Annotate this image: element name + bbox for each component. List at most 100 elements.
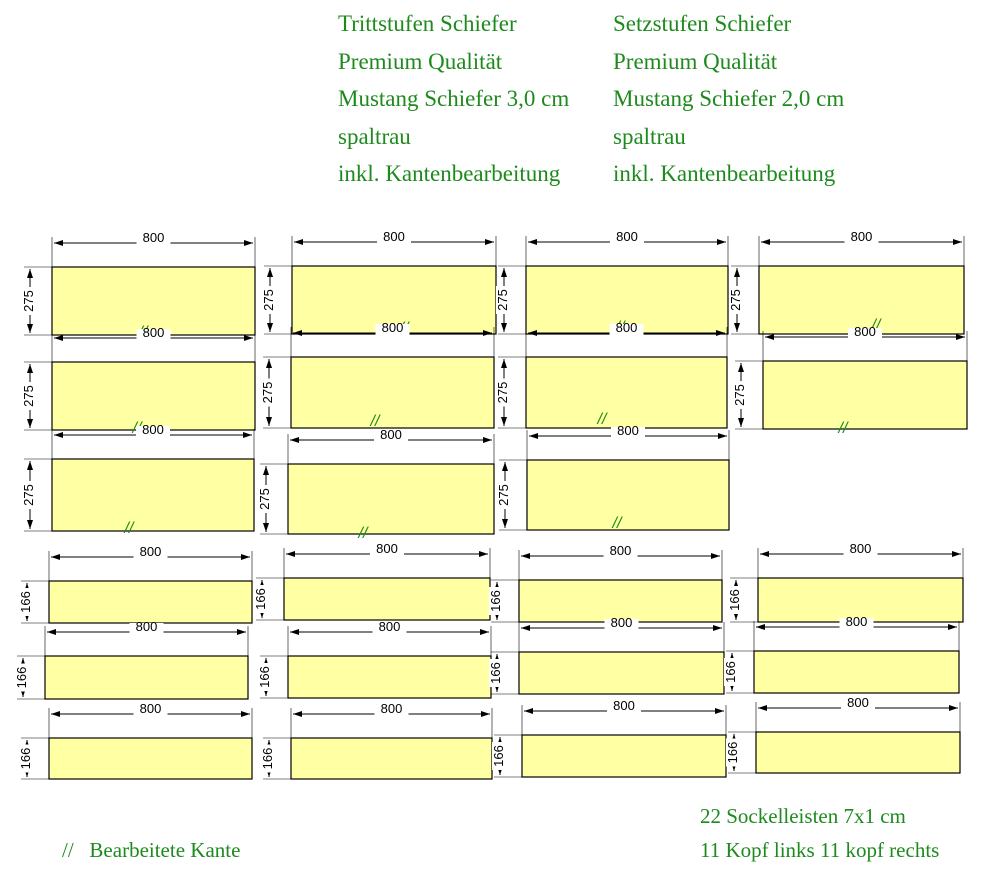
- tritt-panel: 800 275 //: [495, 320, 728, 429]
- setz-height-label: 166: [488, 590, 503, 612]
- setz-width-label: 800: [850, 541, 872, 556]
- setz-height-label: 166: [253, 588, 268, 610]
- tritt-panel-rect: [51, 361, 256, 431]
- setz-height-label: 166: [14, 667, 29, 689]
- tritt-width-label: 800: [617, 423, 639, 438]
- setz-header: Setzstufen Schiefer Premium Qualität Mus…: [613, 5, 844, 193]
- edge-mark: //: [370, 413, 381, 430]
- tritt-panel-rect: [762, 360, 968, 430]
- tritt-height-label: 275: [261, 289, 276, 311]
- tritt-panel-rect: [758, 265, 965, 335]
- setz-panel-rect: [753, 650, 960, 694]
- setz-panel: 800 166: [260, 701, 493, 780]
- tritt-panel-rect: [290, 356, 495, 429]
- tritt-height-label: 275: [496, 484, 511, 506]
- setz-panel: 800 166: [727, 541, 964, 623]
- setz-panel-rect: [518, 651, 725, 695]
- tritt-height-label: 275: [21, 484, 36, 506]
- tritt-width-label: 800: [143, 230, 165, 245]
- setz-height-label: 166: [491, 745, 506, 767]
- tritt-height-label: 275: [260, 382, 275, 404]
- setz-width-label: 800: [610, 543, 632, 558]
- setz-width-label: 800: [613, 698, 635, 713]
- setz-panel: 800 166: [488, 615, 725, 695]
- tritt-panel: 800 275 //: [21, 422, 255, 537]
- setz-height-label: 166: [488, 662, 503, 684]
- setz-line-5: inkl. Kantenbearbeitung: [613, 161, 836, 186]
- edge-mark: //: [871, 317, 882, 334]
- setz-panel-rect: [44, 655, 249, 700]
- tritt-panel-rect: [51, 266, 256, 336]
- legend: // Bearbeitete Kante: [62, 838, 240, 863]
- tritt-line-3: Mustang Schiefer 3,0 cm: [338, 86, 570, 111]
- tritt-height-label: 275: [728, 289, 743, 311]
- legend-label: Bearbeitete Kante: [89, 838, 241, 862]
- tritt-panel-rect: [526, 459, 730, 531]
- setz-width-label: 800: [846, 614, 868, 629]
- setz-line-3: Mustang Schiefer 2,0 cm: [613, 86, 845, 111]
- tritt-panel: 800 275 //: [728, 229, 965, 335]
- setz-panel: 800 166: [725, 695, 961, 774]
- tritt-line-4: spaltrau: [338, 123, 411, 149]
- tritt-width-label: 800: [143, 325, 165, 340]
- tritt-width-label: 800: [382, 320, 404, 335]
- tritt-height-label: 275: [732, 384, 747, 406]
- setz-width-label: 800: [847, 695, 869, 710]
- tritt-line-5: inkl. Kantenbearbeitung: [338, 161, 561, 186]
- setz-height-label: 166: [727, 589, 742, 611]
- setz-panel: 800 166: [14, 619, 249, 700]
- setz-width-label: 800: [381, 701, 403, 716]
- setz-panel-rect: [287, 655, 492, 699]
- edge-mark: //: [838, 420, 849, 437]
- setz-panel-rect: [283, 577, 491, 621]
- edge-mark: //: [597, 411, 608, 428]
- sockel-note: 22 Sockelleisten 7x1 cm 11 Kopf links 11…: [700, 799, 939, 867]
- tritt-width-label: 800: [616, 320, 638, 335]
- setz-height-label: 166: [260, 748, 275, 770]
- tritt-width-label: 800: [142, 422, 164, 437]
- tritt-panel: 800 275 //: [732, 324, 968, 437]
- edge-mark: //: [612, 515, 623, 532]
- setz-line-1: Setzstufen Schiefer: [613, 11, 792, 36]
- setz-width-label: 800: [611, 615, 633, 630]
- sockel-line-2: 11 Kopf links 11 kopf rechts: [700, 838, 940, 862]
- setz-height-label: 166: [257, 666, 272, 688]
- setz-panel-rect: [290, 737, 493, 780]
- edge-mark: //: [124, 520, 135, 537]
- tritt-height-label: 275: [495, 382, 510, 404]
- tritt-line-2: Premium Qualität: [338, 48, 503, 74]
- tritt-height-label: 275: [21, 385, 36, 407]
- tritt-panel-rect: [291, 265, 497, 335]
- setz-width-label: 800: [140, 544, 162, 559]
- tritt-width-label: 800: [383, 229, 405, 244]
- sockel-line-1: 22 Sockelleisten 7x1 cm: [700, 804, 906, 828]
- setz-panel-rect: [755, 731, 961, 774]
- setz-panel: 800 166: [491, 698, 727, 778]
- setz-panel-rect: [521, 734, 727, 778]
- tritt-height-label: 275: [495, 289, 510, 311]
- tritt-width-label: 800: [854, 324, 876, 339]
- setz-height-label: 166: [725, 742, 740, 764]
- tritt-width-label: 800: [380, 427, 402, 442]
- legend-symbol: //: [62, 838, 74, 862]
- tritt-header: Trittstufen Schiefer Premium Qualität Mu…: [338, 5, 569, 193]
- tritt-line-1: Trittstufen Schiefer: [338, 11, 517, 36]
- setz-width-label: 800: [379, 619, 401, 634]
- setz-line-2: Premium Qualität: [613, 48, 778, 74]
- tritt-panel-rect: [51, 458, 255, 532]
- setz-panel-rect: [48, 580, 253, 624]
- setz-line-4: spaltrau: [613, 123, 686, 149]
- setz-height-label: 166: [18, 748, 33, 770]
- setz-width-label: 800: [136, 619, 158, 634]
- tritt-height-label: 275: [21, 290, 36, 312]
- tritt-panel-rect: [525, 356, 728, 429]
- setz-panel: 800 166: [488, 543, 723, 623]
- tritt-width-label: 800: [851, 229, 873, 244]
